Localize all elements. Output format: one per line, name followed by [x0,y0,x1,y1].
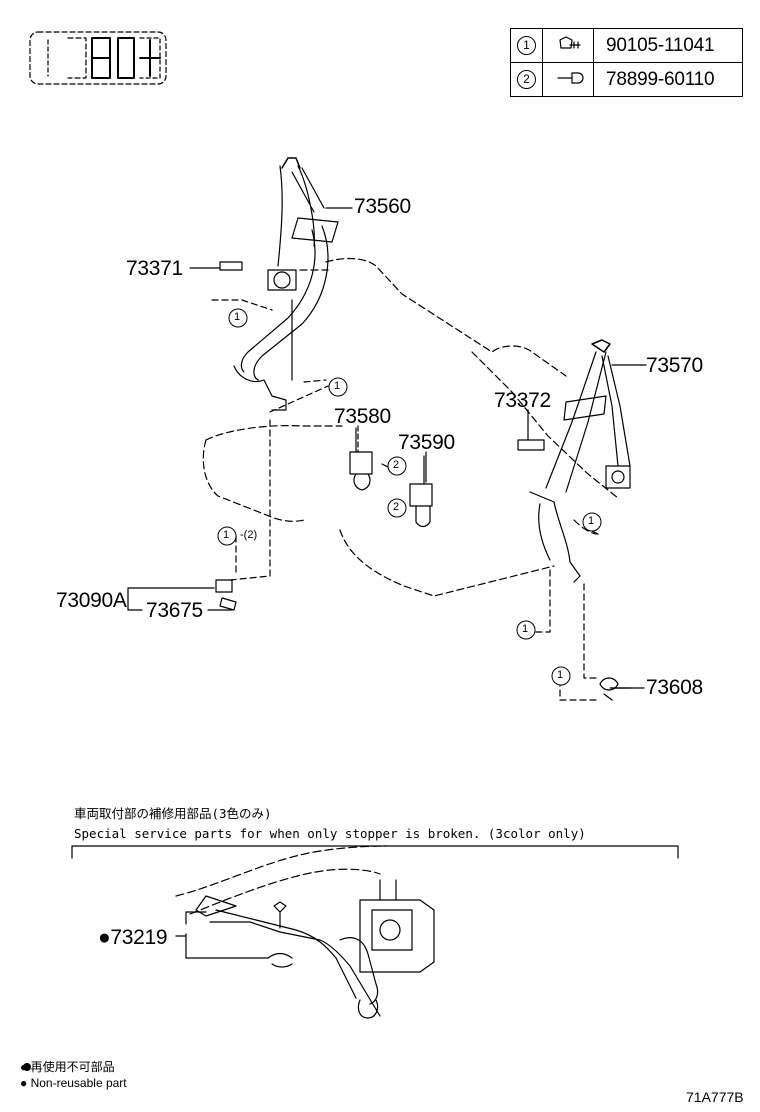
callout-text: 2 [393,501,400,513]
part-label-73570: 73570 [646,354,703,377]
part-label-73090a: 73090A [56,589,127,612]
callout-text: 1 [588,515,595,527]
callout-1-e [516,620,536,640]
callout-1-c [217,526,237,546]
part-label-73580: 73580 [334,405,391,428]
part-label-73608: 73608 [646,676,703,699]
fastener-table: 1 90105-11041 2 78899-60110 [510,28,743,97]
part-label-73560: 73560 [354,195,411,218]
stopper-detail-drawing [175,845,435,1019]
part-label-73219: ●73219 [98,926,168,949]
callout-1-f [551,666,571,686]
callout-text: 2 [393,459,400,471]
fastener-row: 1 90105-11041 [510,28,743,63]
part-label-73371: 73371 [126,257,183,280]
special-note-japanese: 車両取付部の補修用部品(3色のみ) [74,806,272,821]
callout-2-a [387,456,407,476]
diagram-id: 71A777B [686,1089,744,1105]
fastener-part-number: 90105-11041 [593,28,743,63]
part-label-73590: 73590 [398,431,455,454]
callout-suffix-text: -(2) [240,529,258,541]
left-seat-belt [219,157,339,411]
anchor-73608 [599,677,631,701]
callout-text: 1 [557,669,564,681]
callout-1-b [328,377,348,397]
dashed-leaders [211,299,601,701]
part-label-73675: 73675 [146,599,203,622]
buckle-73590 [409,455,433,528]
callout-1-d [582,512,602,532]
leader-lines [127,207,647,689]
callout-2-b [387,498,407,518]
right-seat-belt [517,339,631,583]
fastener-ref: 2 [517,70,536,89]
callout-text: 1 [223,529,230,541]
callout-markers [217,308,602,686]
legend-bullet-jp [23,1063,31,1071]
legend-english: ● Non-reusable part [20,1076,127,1090]
callout-text: 1 [234,311,241,323]
fastener-row: 2 78899-60110 [510,62,743,97]
part-label-73372: 73372 [494,389,551,412]
special-note-english: Special service parts for when only stop… [74,826,586,841]
callout-text: 1 [334,380,341,392]
fastener-ref: 1 [517,36,536,55]
fastener-part-number: 78899-60110 [593,62,743,97]
callout-1-a [228,308,248,328]
callout-text: 1 [522,623,529,635]
vehicle-location-icon [29,31,167,85]
buckle-73580 [349,425,373,491]
seat-outline [202,257,619,597]
anchor-73090a [215,579,237,611]
special-parts-bracket [71,845,679,859]
legend-japanese: ● 再使用不可部品 [20,1060,115,1074]
